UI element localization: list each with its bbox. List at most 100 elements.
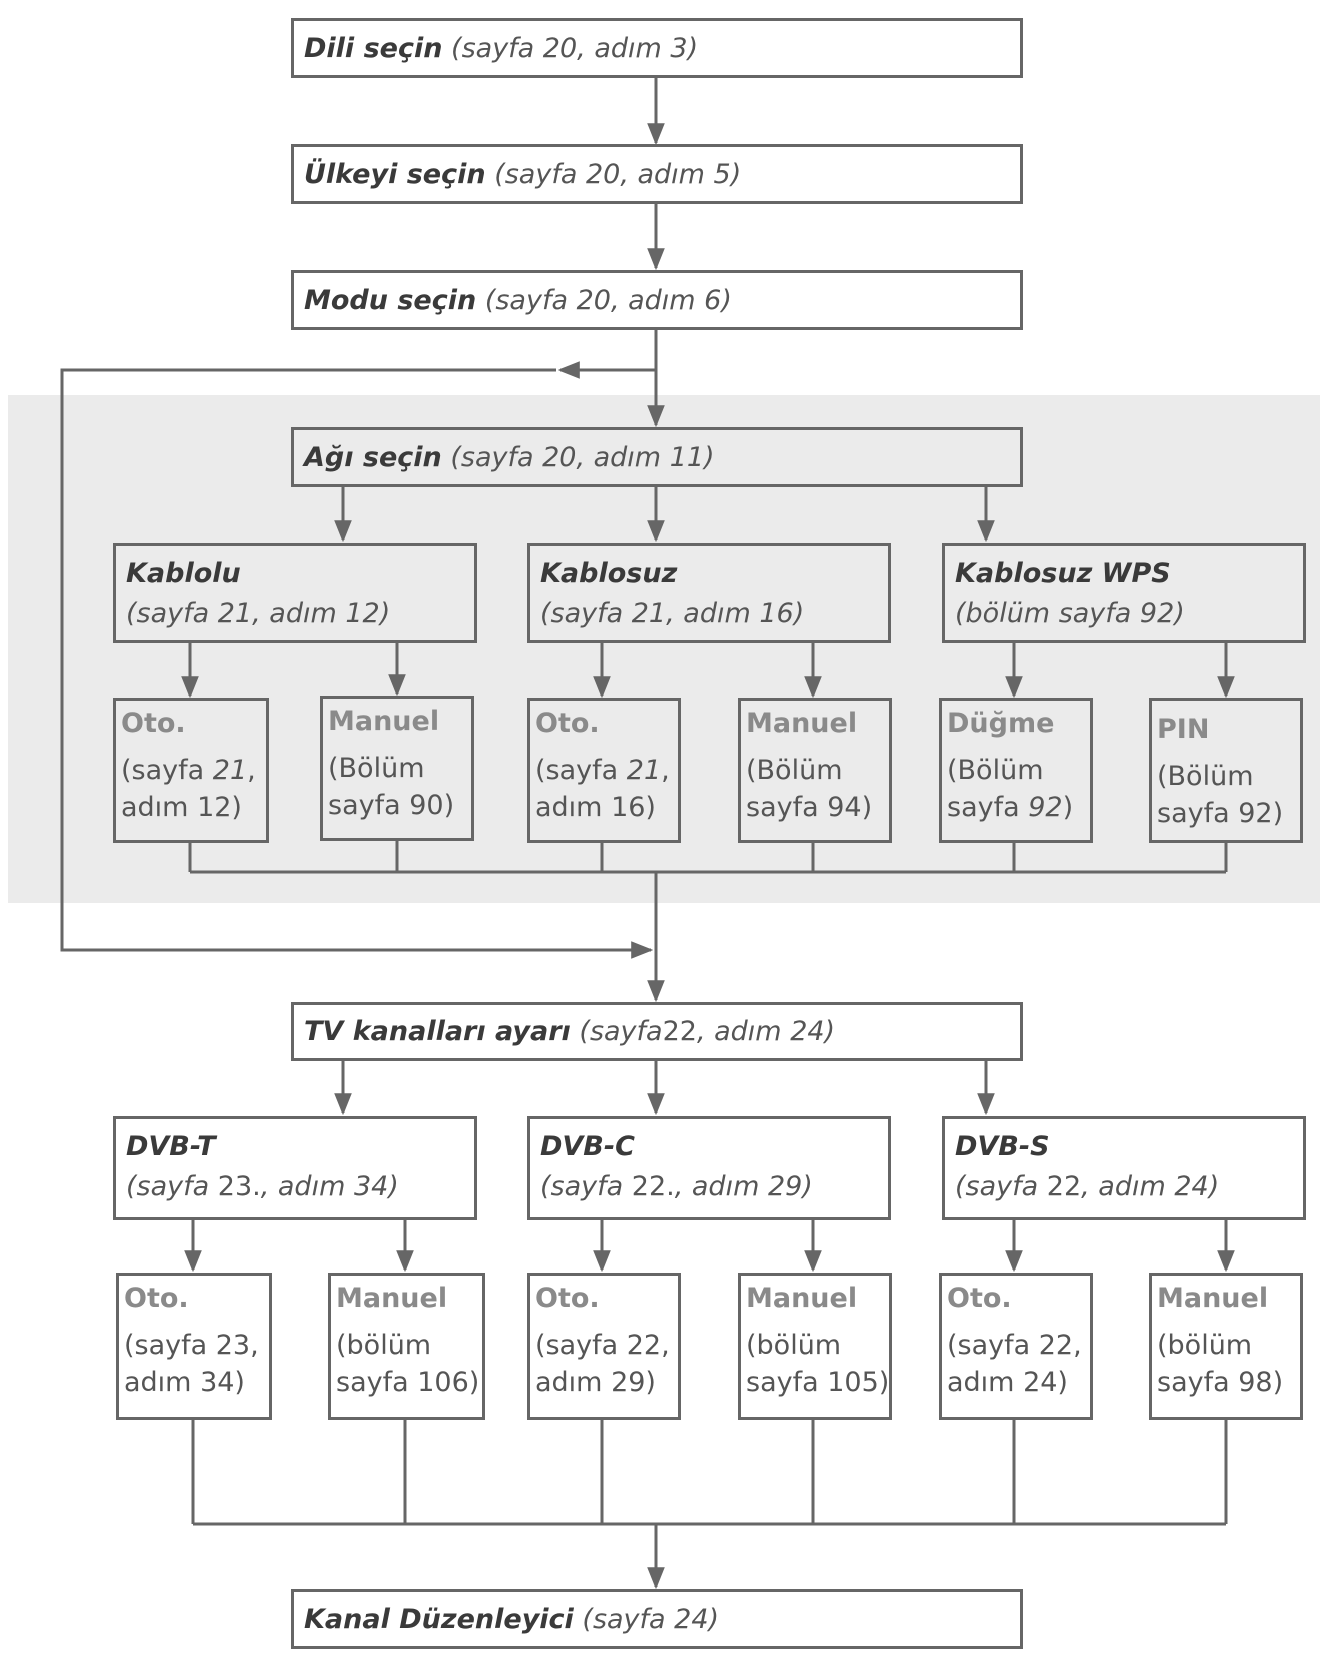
dvb-s-auto-ref-1: (sayfa 22, — [947, 1330, 1082, 1361]
dvb-s-manual-box: Manuel (bölüm sayfa 98) — [1149, 1273, 1303, 1420]
dvb-c-ref-a: (sayfa — [540, 1171, 632, 1202]
tv-channels-ref-b: 22 — [662, 1016, 697, 1047]
dvb-s-auto-ref-2: adım 24) — [947, 1367, 1068, 1398]
wireless-wps-ref: (bölüm sayfa 92) — [955, 598, 1185, 629]
wps-button-ref-a: sayfa — [947, 792, 1029, 823]
dvb-s-manual-ref-1: (bölüm — [1157, 1330, 1253, 1361]
wireless-wps-title: Kablosuz WPS — [955, 558, 1171, 589]
dvb-t-auto-box: Oto. (sayfa 23, adım 34) — [116, 1273, 272, 1420]
dvb-t-manual-ref-2: sayfa 106) — [336, 1367, 480, 1398]
dvb-t-ref-a: (sayfa — [126, 1171, 218, 1202]
wired-auto-ref-2: adım 12) — [121, 792, 242, 823]
wps-pin-box: PIN (Bölüm sayfa 92) — [1149, 698, 1303, 843]
dvb-c-ref-b: 22. — [631, 1171, 675, 1202]
wireless-box: Kablosuz (sayfa 21, adım 16) — [527, 543, 891, 643]
wps-button-ref-c: ) — [1062, 792, 1074, 823]
tv-channels-title: TV kanalları ayarı — [304, 1016, 571, 1047]
select-language-ref: (sayfa 20, adım 3) — [451, 32, 699, 64]
wireless-auto-ref-a: (sayfa — [535, 755, 627, 786]
wireless-auto-title: Oto. — [535, 708, 600, 739]
wps-pin-ref-1: (Bölüm — [1157, 761, 1254, 792]
dvb-t-manual-box: Manuel (bölüm sayfa 106) — [328, 1273, 485, 1420]
wired-manual-ref-1: (Bölüm — [328, 753, 425, 784]
select-network-ref: (sayfa 20, adım 11) — [450, 441, 715, 473]
wireless-ref: (sayfa 21, adım 16) — [540, 598, 805, 629]
wps-button-ref-b: 92 — [1028, 792, 1063, 823]
arrow-bypass-network — [60, 368, 654, 959]
select-country-ref: (sayfa 20, adım 5) — [494, 158, 742, 190]
select-mode-box: Modu seçin (sayfa 20, adım 6) — [291, 270, 1023, 330]
wireless-auto-ref-c: , — [661, 755, 670, 786]
dvb-c-manual-title: Manuel — [746, 1283, 858, 1314]
wps-button-box: Düğme (Bölüm sayfa 92) — [939, 698, 1093, 843]
dvb-t-manual-title: Manuel — [336, 1283, 448, 1314]
dvb-t-auto-ref-1: (sayfa 23, — [124, 1330, 259, 1361]
wps-button-ref-1: (Bölüm — [947, 755, 1044, 786]
wps-pin-title: PIN — [1157, 714, 1210, 745]
dvb-t-ref-c: , adım 34) — [260, 1171, 399, 1202]
wireless-wps-box: Kablosuz WPS (bölüm sayfa 92) — [942, 543, 1306, 643]
dvb-s-title: DVB-S — [955, 1131, 1050, 1162]
select-network-title: Ağı seçin — [304, 441, 442, 473]
dvb-c-ref-c: , adım 29) — [674, 1171, 813, 1202]
dvb-t-box: DVB-T (sayfa 23., adım 34) — [113, 1116, 477, 1220]
channel-editor-ref: (sayfa 24) — [582, 1603, 720, 1635]
select-country-box: Ülkeyi seçin (sayfa 20, adım 5) — [291, 144, 1023, 204]
dvb-c-auto-box: Oto. (sayfa 22, adım 29) — [527, 1273, 681, 1420]
wired-title: Kablolu — [126, 558, 241, 589]
dvb-t-auto-ref-2: adım 34) — [124, 1367, 245, 1398]
wireless-manual-box: Manuel (Bölüm sayfa 94) — [738, 698, 892, 843]
dvb-c-auto-ref-1: (sayfa 22, — [535, 1330, 670, 1361]
wired-manual-title: Manuel — [328, 706, 440, 737]
dvb-c-auto-title: Oto. — [535, 1283, 600, 1314]
dvb-s-auto-box: Oto. (sayfa 22, adım 24) — [939, 1273, 1093, 1420]
wired-auto-title: Oto. — [121, 708, 186, 739]
select-network-box: Ağı seçin (sayfa 20, adım 11) — [291, 427, 1023, 487]
dvb-s-manual-title: Manuel — [1157, 1283, 1269, 1314]
dvb-s-auto-title: Oto. — [947, 1283, 1012, 1314]
wired-auto-ref-b: 21 — [212, 755, 248, 786]
dvb-c-manual-ref-2: sayfa 105) — [746, 1367, 890, 1398]
dvb-s-ref-b: 22 — [1046, 1171, 1082, 1202]
wired-manual-box: Manuel (Bölüm sayfa 90) — [320, 696, 474, 841]
dvb-s-manual-ref-2: sayfa 98) — [1157, 1367, 1284, 1398]
select-language-box: Dili seçin (sayfa 20, adım 3) — [291, 18, 1023, 78]
wired-auto-ref-a: (sayfa — [121, 755, 213, 786]
wired-auto-ref-c: , — [247, 755, 256, 786]
wired-auto-box: Oto. (sayfa 21, adım 12) — [113, 698, 269, 843]
dvb-t-manual-ref-1: (bölüm — [336, 1330, 432, 1361]
wireless-manual-ref-2: sayfa 94) — [746, 792, 873, 823]
wps-pin-ref-2: sayfa 92) — [1157, 798, 1284, 829]
wireless-auto-ref-2: adım 16) — [535, 792, 656, 823]
dvb-c-box: DVB-C (sayfa 22., adım 29) — [527, 1116, 891, 1220]
wireless-manual-title: Manuel — [746, 708, 858, 739]
wireless-auto-box: Oto. (sayfa 21, adım 16) — [527, 698, 681, 843]
wired-box: Kablolu (sayfa 21, adım 12) — [113, 543, 477, 643]
select-mode-title: Modu seçin — [304, 284, 477, 316]
select-mode-ref: (sayfa 20, adım 6) — [484, 284, 732, 316]
dvb-c-title: DVB-C — [540, 1131, 635, 1162]
tv-channels-ref-c: , adım 24) — [696, 1016, 836, 1047]
select-country-title: Ülkeyi seçin — [304, 158, 486, 190]
wps-button-title: Düğme — [947, 708, 1055, 739]
wired-ref: (sayfa 21, adım 12) — [126, 598, 391, 629]
wired-manual-ref-2: sayfa 90) — [328, 790, 455, 821]
dvb-s-ref-a: (sayfa — [955, 1171, 1047, 1202]
dvb-t-ref-b: 23. — [217, 1171, 261, 1202]
select-language-title: Dili seçin — [304, 32, 443, 64]
dvb-s-ref-c: , adım 24) — [1081, 1171, 1220, 1202]
dvb-t-auto-title: Oto. — [124, 1283, 189, 1314]
wireless-manual-ref-1: (Bölüm — [746, 755, 843, 786]
channel-editor-box: Kanal Düzenleyici (sayfa 24) — [291, 1589, 1023, 1649]
wireless-auto-ref-b: 21 — [626, 755, 662, 786]
dvb-c-manual-ref-1: (bölüm — [746, 1330, 842, 1361]
tv-channels-ref-a: (sayfa — [579, 1016, 663, 1047]
tv-channels-box: TV kanalları ayarı (sayfa 22, adım 24) — [291, 1002, 1023, 1061]
channel-editor-title: Kanal Düzenleyici — [304, 1603, 574, 1635]
wireless-title: Kablosuz — [540, 558, 678, 589]
dvb-c-manual-box: Manuel (bölüm sayfa 105) — [738, 1273, 892, 1420]
dvb-s-box: DVB-S (sayfa 22, adım 24) — [942, 1116, 1306, 1220]
dvb-c-auto-ref-2: adım 29) — [535, 1367, 656, 1398]
